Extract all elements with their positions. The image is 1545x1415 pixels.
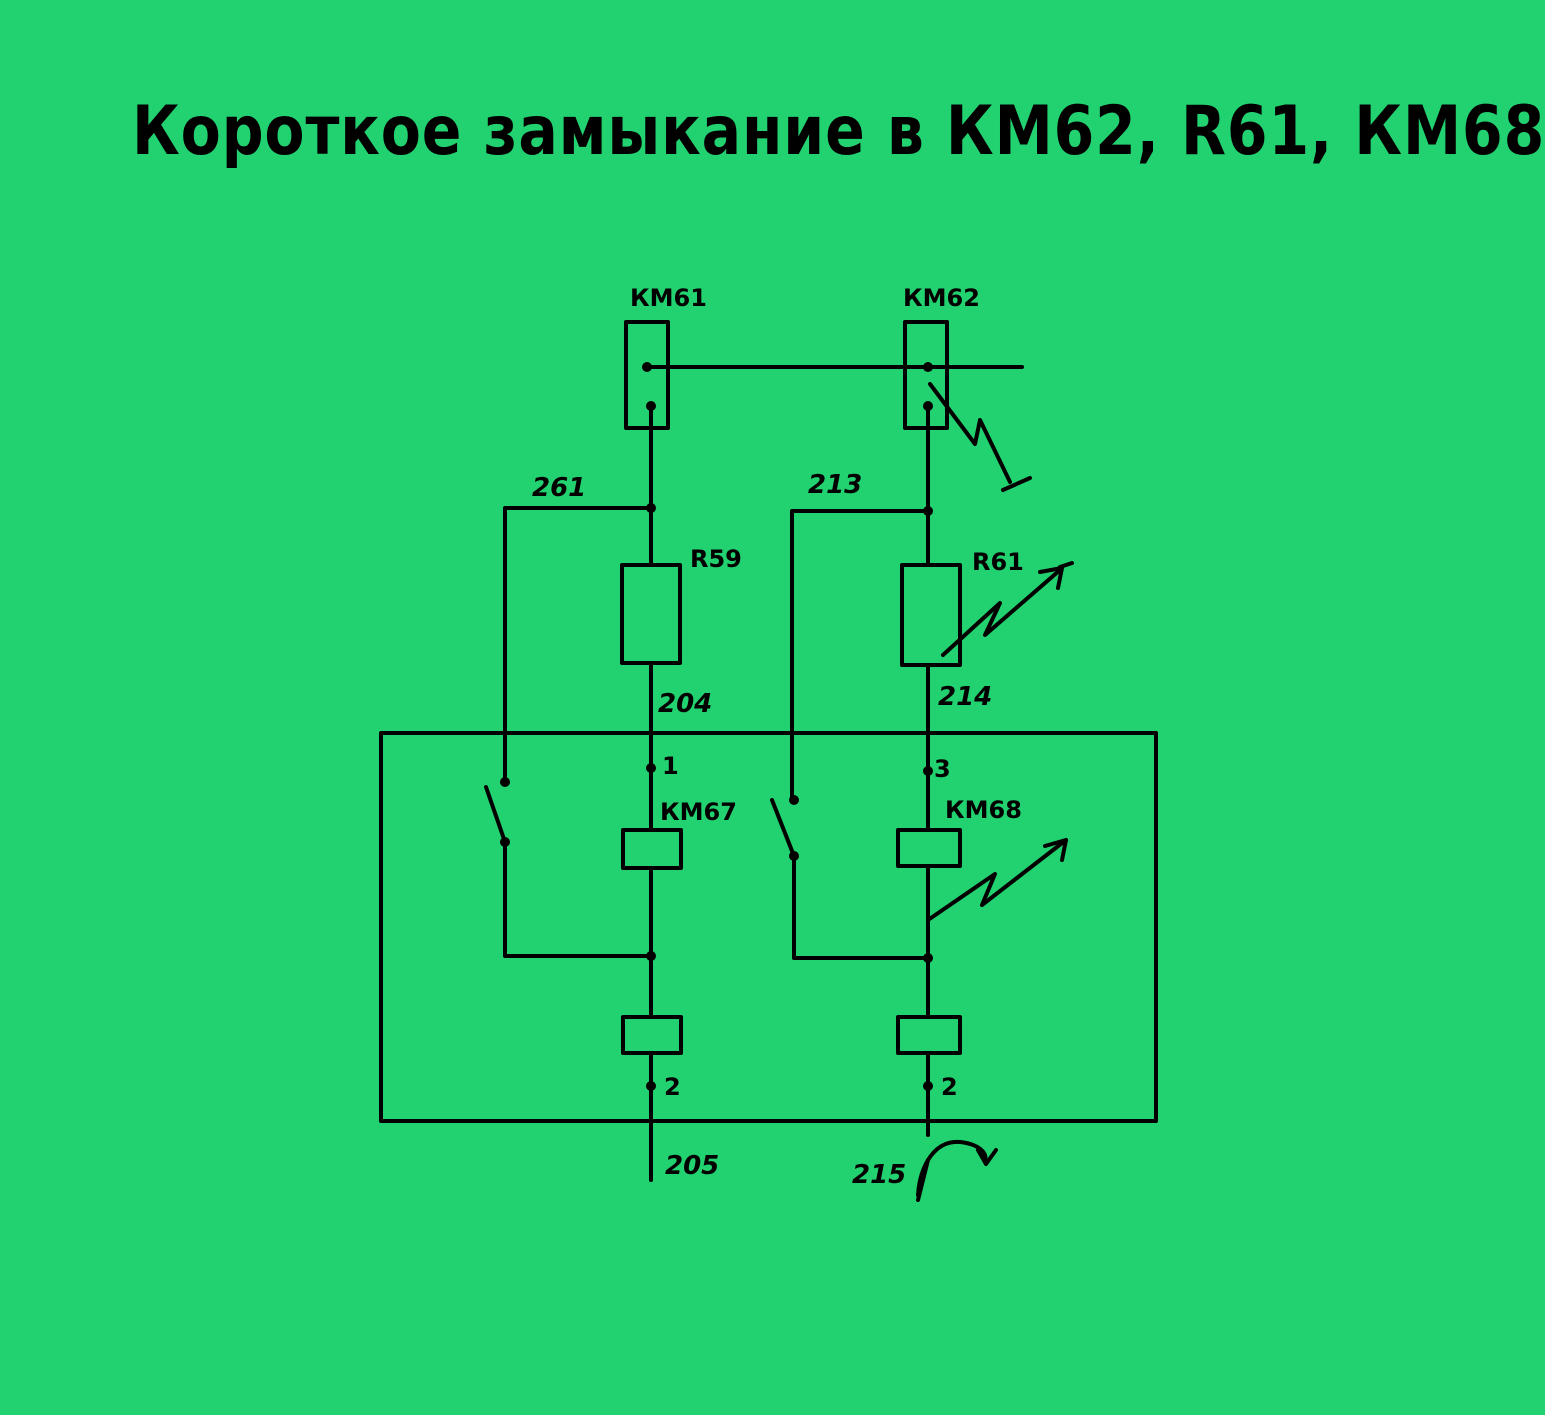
km67-coil	[621, 828, 683, 870]
km61-contact-block	[624, 320, 670, 430]
label-r59: R59	[690, 545, 742, 573]
label-wire-261: 261	[532, 473, 586, 503]
node-right-switch-bottom	[789, 851, 799, 861]
node-213	[923, 506, 933, 516]
label-km61: КМ61	[630, 284, 707, 312]
label-km68: КМ68	[945, 796, 1022, 824]
node-pin2-left	[646, 1081, 656, 1091]
label-km62: КМ62	[903, 284, 980, 312]
node-km61-top	[642, 362, 652, 372]
junction-dots	[500, 362, 933, 1091]
node-left-switch-top	[500, 777, 510, 787]
node-km62-top	[923, 362, 933, 372]
r61-resistor	[900, 563, 962, 667]
left-switch-blade	[484, 785, 507, 844]
node-right-switch-top	[789, 795, 799, 805]
node-pin1	[646, 763, 656, 773]
node-pin2-right	[923, 1081, 933, 1091]
fault-215-arrowhead	[976, 1148, 998, 1166]
wire-213-bypass	[790, 509, 930, 802]
fault-r61-tick	[1058, 561, 1074, 569]
label-wire-214: 214	[938, 682, 992, 712]
r59-resistor	[620, 563, 682, 665]
km68-coil	[896, 828, 962, 868]
wire-right-switch-return	[792, 854, 930, 960]
enclosure-box	[379, 731, 1158, 1123]
node-left-return	[646, 951, 656, 961]
fault-r61-bolt	[941, 568, 1062, 657]
wire-left-switch-return	[503, 840, 653, 958]
label-pin-2-right: 2	[941, 1073, 958, 1101]
node-261	[646, 503, 656, 513]
label-pin-2-left: 2	[664, 1073, 681, 1101]
node-left-switch-bottom	[500, 837, 510, 847]
wire-261-bypass	[503, 506, 653, 784]
label-wire-204: 204	[658, 689, 712, 719]
label-r61: R61	[972, 548, 1024, 576]
node-km61-bottom	[646, 401, 656, 411]
right-lower-coil	[896, 1015, 962, 1055]
label-wire-215: 215	[852, 1160, 906, 1190]
right-switch-blade	[770, 798, 796, 858]
label-km67: КМ67	[660, 798, 737, 826]
fault-215-curve	[916, 1139, 988, 1197]
node-right-return	[923, 953, 933, 963]
label-wire-213: 213	[808, 470, 862, 500]
fault-km68-arrow	[1043, 838, 1068, 862]
node-km62-bottom	[923, 401, 933, 411]
fault-km68-bolt	[926, 838, 1068, 922]
left-lower-coil	[621, 1015, 683, 1055]
label-pin-3: 3	[934, 755, 951, 783]
label-wire-205: 205	[665, 1151, 719, 1181]
circuit-diagram: КМ61 КМ62 R59 R61 КМ67 КМ68 261 213 204 …	[379, 284, 1158, 1202]
label-pin-1: 1	[662, 752, 679, 780]
node-pin3	[923, 766, 933, 776]
fault-km62-ground	[1001, 476, 1032, 492]
fault-km62-bolt	[928, 382, 1012, 484]
